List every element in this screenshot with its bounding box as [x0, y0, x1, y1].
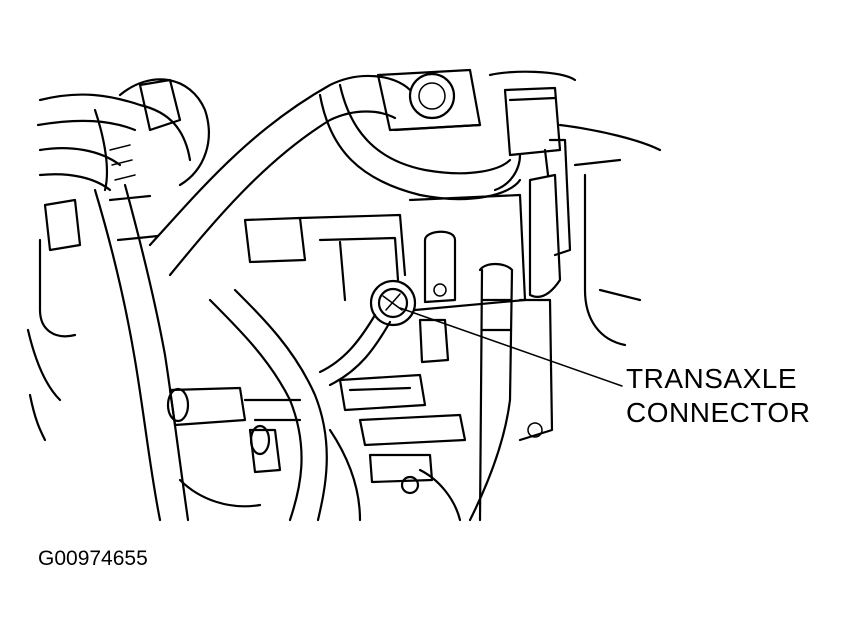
transaxle-connector — [318, 279, 417, 387]
lower-left-fitting — [166, 386, 302, 474]
left-wire-harness — [36, 78, 210, 192]
lower-harness — [328, 373, 467, 522]
top-mount-boss — [376, 68, 482, 132]
left-hose — [93, 183, 190, 522]
left-bracket — [26, 198, 82, 442]
right-bracket — [528, 123, 662, 347]
figure-id-label: G00974655 — [38, 547, 148, 570]
upper-pipe — [148, 74, 522, 277]
transaxle-housing — [243, 193, 554, 442]
vertical-hose — [468, 262, 514, 522]
transaxle-connector-label-line-1: TRANSAXLE — [626, 363, 797, 394]
callout-leader-line — [399, 307, 623, 387]
middle-loop-hose — [178, 288, 328, 522]
upper-right-connector — [488, 70, 577, 192]
transaxle-connector-label-line-2: CONNECTOR — [626, 397, 811, 428]
